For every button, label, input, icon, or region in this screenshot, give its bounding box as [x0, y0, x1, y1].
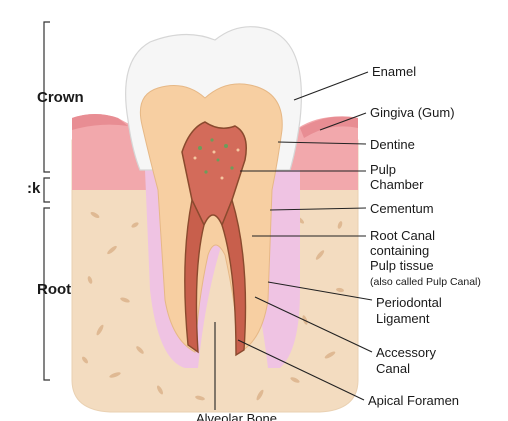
label-dentine: Dentine — [370, 137, 415, 153]
label-enamel: Enamel — [372, 64, 416, 80]
region-label-neck: :k — [27, 180, 40, 197]
label-root-canal-note: (also called Pulp Canal) — [370, 276, 481, 289]
label-pulp-chamber-line1: Pulp — [370, 162, 396, 178]
label-root-canal-line1: Root Canal — [370, 228, 435, 244]
label-cementum: Cementum — [370, 201, 434, 217]
label-alveolar-bone: Alveolar Bone — [196, 412, 277, 421]
label-accessory-line1: Accessory — [376, 345, 436, 361]
region-label-crown: Crown — [37, 89, 84, 106]
label-gingiva: Gingiva (Gum) — [370, 105, 455, 121]
label-accessory-line2: Canal — [376, 361, 410, 377]
region-brackets — [44, 22, 50, 380]
label-periodontal-line2: Ligament — [376, 311, 429, 327]
label-pulp-chamber-line2: Chamber — [370, 177, 423, 193]
label-periodontal-line1: Periodontal — [376, 295, 442, 311]
label-apical-foramen: Apical Foramen — [368, 393, 459, 409]
label-root-canal-line3: Pulp tissue — [370, 258, 434, 274]
label-root-canal-line2: containing — [370, 243, 429, 259]
region-label-root: Root — [37, 281, 71, 298]
